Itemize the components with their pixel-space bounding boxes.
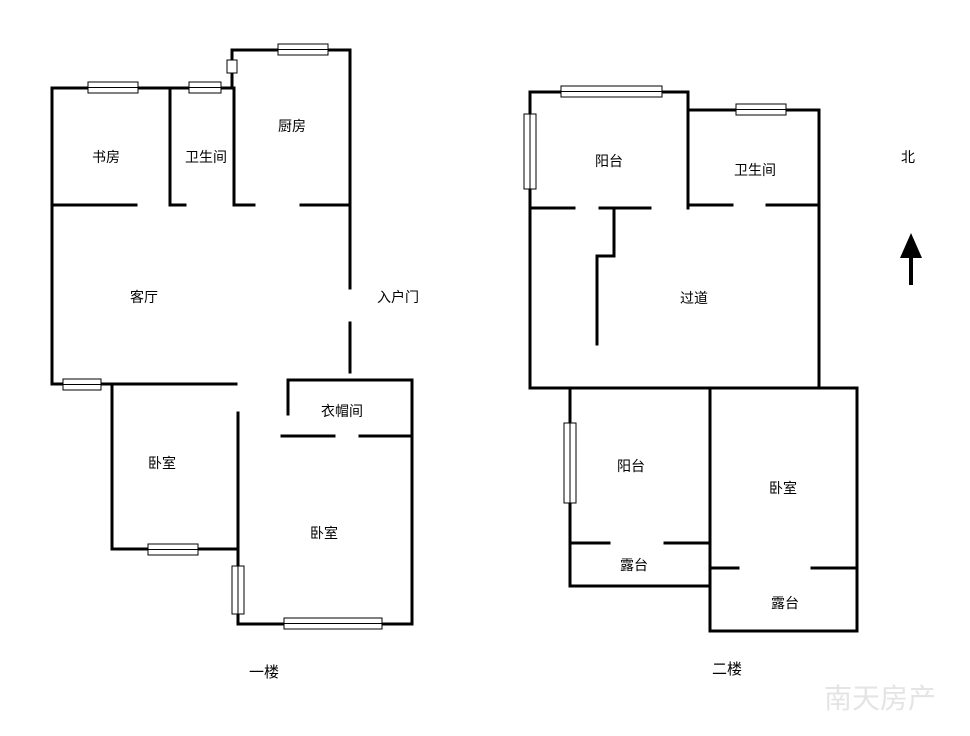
room-label-bedroom-left: 卧室 [148, 455, 176, 472]
room-label-bedroom-main: 卧室 [310, 525, 338, 542]
room-label-bathroom-2: 卫生间 [734, 163, 776, 179]
room-label-balcony-top: 阳台 [595, 154, 623, 170]
window [563, 422, 577, 504]
window [147, 543, 199, 556]
window [277, 43, 329, 56]
north-arrow-icon [900, 233, 922, 285]
window [87, 81, 139, 94]
floor2-caption: 二楼 [712, 660, 742, 678]
window [735, 103, 787, 116]
compass: 北 [900, 150, 922, 285]
floor2-labels: 阳台 卫生间 过道 阳台 露台 卧室 露台 二楼 [595, 154, 799, 678]
room-label-kitchen: 厨房 [278, 119, 306, 135]
floor2-walls [528, 90, 859, 633]
room-label-living-room: 客厅 [130, 289, 158, 306]
entrance-label: 入户门 [377, 289, 419, 306]
window [188, 81, 222, 94]
room-label-bathroom: 卫生间 [185, 150, 227, 166]
north-label: 北 [901, 150, 915, 166]
floor1-labels: 书房 卫生间 厨房 客厅 入户门 衣帽间 卧室 卧室 一楼 [92, 119, 419, 681]
room-label-study: 书房 [92, 150, 120, 166]
window [283, 617, 383, 630]
floor1-walls [50, 48, 414, 626]
room-label-hallway: 过道 [680, 291, 708, 307]
room-label-terrace-right: 露台 [771, 596, 799, 612]
floor1-windows [62, 43, 383, 630]
floor1-caption: 一楼 [249, 663, 279, 681]
window [62, 378, 102, 391]
vent [226, 59, 238, 74]
window [523, 113, 537, 190]
window [231, 565, 245, 615]
room-label-bedroom-2: 卧室 [769, 480, 797, 497]
room-label-terrace-left: 露台 [620, 558, 648, 574]
watermark: 南天房产 [824, 682, 936, 715]
floor2-windows [523, 85, 787, 504]
window [560, 85, 663, 98]
room-label-balcony-bottom: 阳台 [617, 459, 645, 475]
room-label-wardrobe: 衣帽间 [321, 404, 363, 420]
